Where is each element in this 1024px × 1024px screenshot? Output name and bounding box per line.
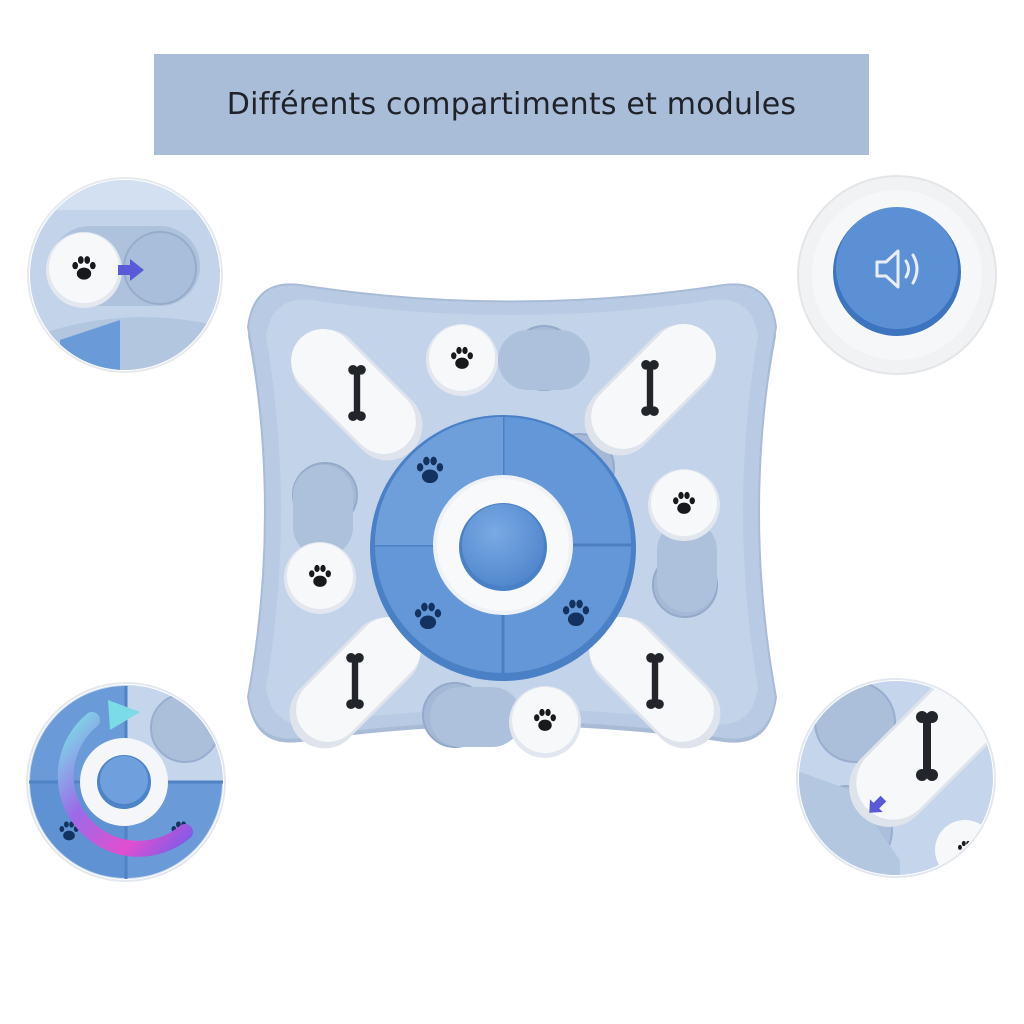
bone-slider-top-left [291,329,423,461]
title-banner: Différents compartiments et modules [154,54,869,155]
inset-slide-paw-cover [27,177,223,373]
speaker-icon [875,249,919,289]
rotate-arrow-icon [57,700,193,857]
inset-slide-bone-cover [796,678,996,878]
paw-slider-left [284,542,356,614]
bone-slider-bottom-right [589,617,721,749]
banner-title: Différents compartiments et modules [226,87,797,122]
slide-arrow-icon [118,259,144,281]
bone-slider-top-right [584,324,716,456]
paw-slider-bottom [509,686,581,758]
inset-rotating-dial [26,682,226,882]
paw-slider-top [426,324,498,396]
paw-slider-right [648,469,720,541]
slide-arrow-icon [869,795,887,813]
rotating-dial [370,415,636,681]
puzzle-toy [246,283,778,758]
inset-sound-button [797,175,997,375]
bone-slider-bottom-left [289,617,421,749]
